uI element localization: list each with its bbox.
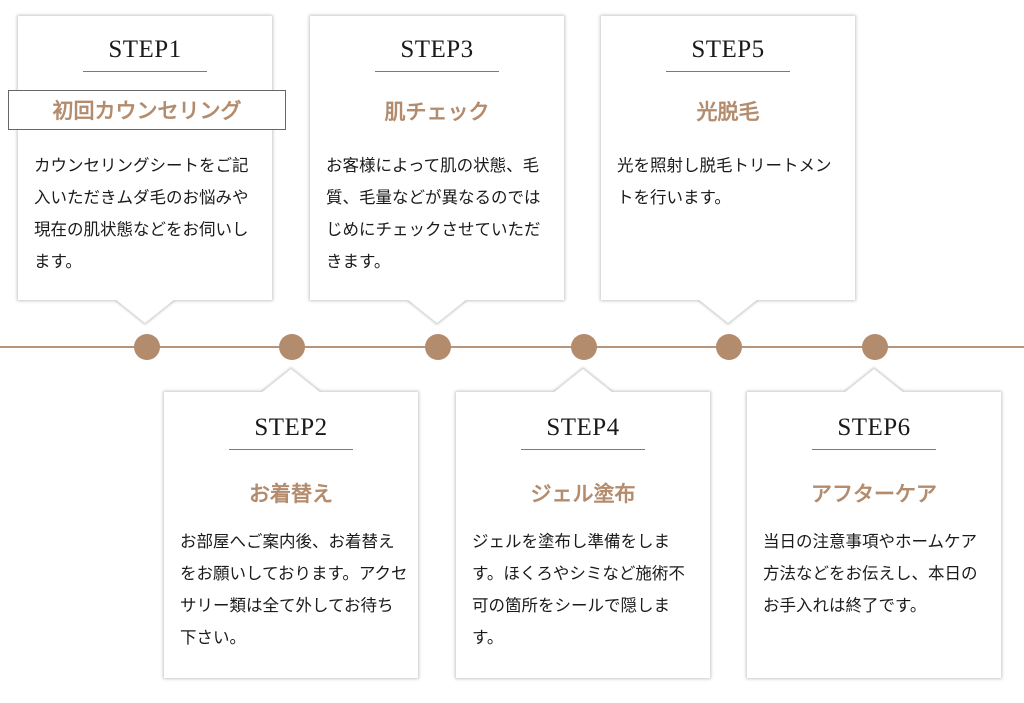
timeline-dot-step5 — [716, 334, 742, 360]
timeline-dot-step1 — [134, 334, 160, 360]
step-divider — [375, 71, 499, 72]
step-title: 光脱毛 — [696, 100, 760, 124]
timeline-dot-step6 — [862, 334, 888, 360]
step-label: STEP3 — [400, 36, 474, 63]
step-label: STEP6 — [837, 414, 911, 441]
step-title: ジェル塗布 — [530, 482, 636, 506]
step-description: お部屋へご案内後、お着替えをお願いしております。アクセサリー類は全て外してお待ち… — [180, 532, 408, 647]
step-card-5: STEP5 光脱毛 光を照射し脱毛トリートメントを行います。 — [601, 16, 855, 300]
step-divider — [229, 449, 353, 450]
step-description: ジェルを塗布し準備をします。ほくろやシミなど施術不可の箇所をシールで隠します。 — [472, 532, 685, 647]
step-card-3: STEP3 肌チェック お客様によって肌の状態、毛質、毛量などが異なるのではじめ… — [310, 16, 564, 300]
step-divider — [83, 71, 207, 72]
step-title: 肌チェック — [384, 100, 490, 124]
step-label: STEP2 — [254, 414, 328, 441]
step-label: STEP4 — [546, 414, 620, 441]
step-card-1: STEP1 初回カウンセリング カウンセリングシートをご記入いただきムダ毛のお悩… — [8, 16, 286, 300]
step-description: お客様によって肌の状態、毛質、毛量などが異なるのではじめにチェックさせていただき… — [326, 156, 541, 271]
step-description: 当日の注意事項やホームケア方法などをお伝えし、本日のお手入れは終了です。 — [763, 532, 978, 615]
step-label: STEP1 — [108, 36, 182, 63]
step-title: 初回カウンセリング — [8, 90, 286, 130]
step-description: 光を照射し脱毛トリートメントを行います。 — [617, 156, 832, 207]
step-title: アフターケア — [811, 482, 937, 506]
step-divider — [666, 71, 790, 72]
step-description: カウンセリングシートをご記入いただきムダ毛のお悩みや現在の肌状態などをお伺いしま… — [34, 156, 249, 271]
step-title: お着替え — [249, 482, 333, 506]
timeline-dot-step3 — [425, 334, 451, 360]
step-card-4: STEP4 ジェル塗布 ジェルを塗布し準備をします。ほくろやシミなど施術不可の箇… — [456, 392, 710, 678]
step-card-6: STEP6 アフターケア 当日の注意事項やホームケア方法などをお伝えし、本日のお… — [747, 392, 1001, 678]
timeline-line — [0, 346, 1024, 348]
step-label: STEP5 — [691, 36, 765, 63]
timeline-dot-step4 — [571, 334, 597, 360]
step-divider — [812, 449, 936, 450]
timeline-dot-step2 — [279, 334, 305, 360]
step-divider — [521, 449, 645, 450]
step-card-2: STEP2 お着替え お部屋へご案内後、お着替えをお願いしております。アクセサリ… — [164, 392, 418, 678]
